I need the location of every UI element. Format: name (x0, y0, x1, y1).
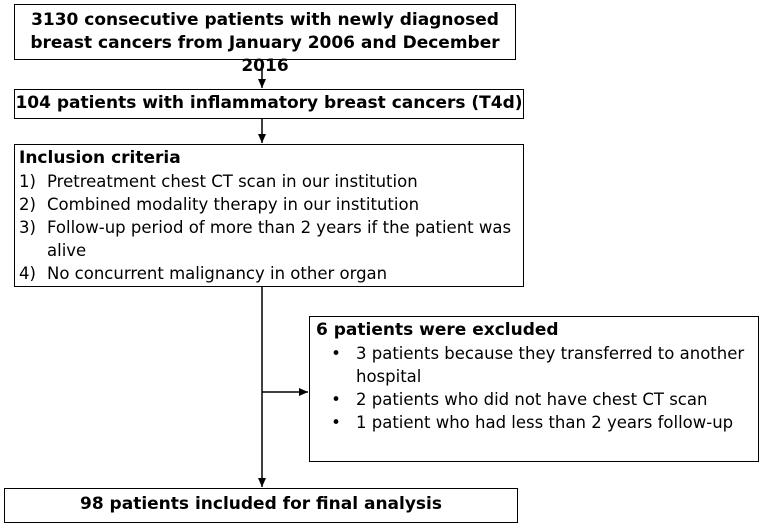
criterion-text: Pretreatment chest CT scan in our instit… (47, 172, 418, 191)
criterion-number: 2) (19, 195, 36, 214)
excluded-item: • 3 patients because they transferred to… (316, 342, 752, 388)
screened-line-1: 3130 consecutive patients with newly dia… (31, 10, 499, 30)
criterion-text: Follow-up period of more than 2 years if… (47, 218, 512, 260)
inclusion-criterion: 2) Combined modality therapy in our inst… (19, 193, 517, 216)
criterion-text: No concurrent malignancy in other organ (47, 264, 388, 283)
final-analysis-text: 98 patients included for final analysis (79, 494, 442, 514)
excluded-item-text: 3 patients because they transferred to a… (356, 344, 745, 386)
criterion-number: 3) (19, 218, 36, 237)
excluded-item: • 1 patient who had less than 2 years fo… (316, 411, 752, 434)
excluded-item-text: 1 patient who had less than 2 years foll… (356, 413, 734, 432)
bullet-icon: • (331, 344, 341, 363)
excluded-patients-box: 6 patients were excluded • 3 patients be… (309, 316, 759, 462)
inclusion-criteria-title: Inclusion criteria (19, 148, 181, 168)
excluded-item-text: 2 patients who did not have chest CT sca… (356, 390, 708, 409)
inclusion-criteria-box: Inclusion criteria 1) Pretreatment chest… (14, 144, 524, 287)
screened-patients-box: 3130 consecutive patients with newly dia… (14, 4, 516, 76)
criterion-number: 4) (19, 264, 36, 283)
inclusion-criterion: 1) Pretreatment chest CT scan in our ins… (19, 170, 517, 193)
excluded-item: • 2 patients who did not have chest CT s… (316, 388, 752, 411)
criterion-number: 1) (19, 172, 36, 191)
ibc-patients-box: 104 patients with inflammatory breast ca… (14, 89, 524, 119)
inclusion-criterion: 3) Follow-up period of more than 2 years… (19, 216, 517, 262)
inclusion-criterion: 4) No concurrent malignancy in other org… (19, 262, 517, 285)
screened-line-2: breast cancers from January 2006 and Dec… (30, 33, 500, 76)
bullet-icon: • (331, 413, 341, 432)
final-analysis-box: 98 patients included for final analysis (4, 488, 518, 523)
criterion-text: Combined modality therapy in our institu… (47, 195, 420, 214)
ibc-patients-text: 104 patients with inflammatory breast ca… (15, 93, 523, 113)
bullet-icon: • (331, 390, 341, 409)
excluded-title: 6 patients were excluded (316, 320, 559, 340)
